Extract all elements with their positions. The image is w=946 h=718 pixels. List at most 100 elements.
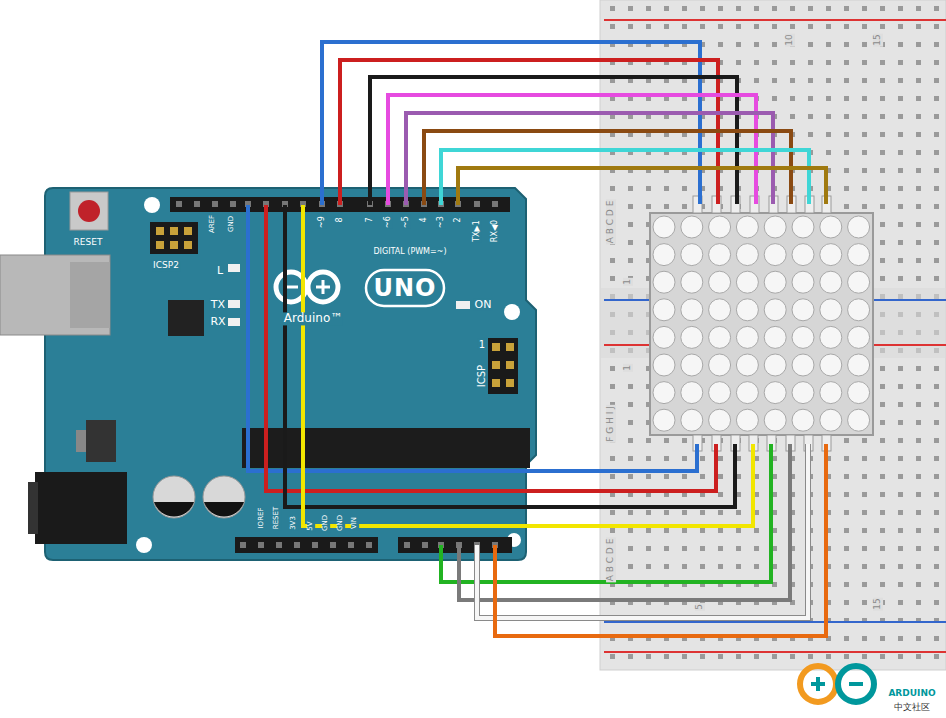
arduino-board-part [0,255,110,335]
led-matrix-part [693,196,831,451]
capacitor [153,476,245,518]
led-label: TX [210,299,226,311]
jumper-wires-part [477,444,808,618]
watermark-logo [800,666,874,702]
jumper-wires-part [477,444,808,618]
led-dot [681,216,703,238]
led-label: RX [209,316,226,328]
column-number: 10 [785,33,795,46]
arduino-board-part-part [506,379,514,387]
arduino-board-part-part [156,241,164,249]
led-dot [736,299,758,321]
led-dot [764,382,786,404]
led-dot [736,326,758,348]
arduino-board-part-part [156,227,164,235]
pin-label: 4 [420,216,429,223]
led-dot [681,354,703,376]
arduino-board-part-part [170,227,178,235]
led-dot [736,409,758,431]
led-dot [820,382,842,404]
led-dot [820,216,842,238]
arduino-board-part [366,270,444,306]
arduino-board-part [176,201,498,207]
led-dot [820,326,842,348]
led-dot [792,244,814,266]
arduino-board-part-part [294,542,300,548]
pin-label: 3V3 [290,515,298,531]
arduino-board-part-part [212,201,218,207]
jumper-wires-part [441,444,771,582]
watermark-logo-part [816,677,820,691]
pin-label: AREF [209,214,217,234]
header-label: DIGITAL (PWM=~) [372,248,447,257]
led-dot [736,244,758,266]
led-dot [736,354,758,376]
led-dot [709,354,731,376]
led-dot [653,244,675,266]
jumper-wires-part [495,444,826,636]
arduino-board-part-part [492,379,500,387]
jumper-wires-part [248,205,697,471]
arduino-board-part-part [492,343,500,351]
arduino-board-part-part [506,361,514,369]
board-label: RESET [73,238,104,248]
led-dot [653,216,675,238]
arduino-board-part [86,420,116,462]
arduino-board-part-part [492,361,500,369]
pin-label: RESET [273,506,281,530]
led-dot [792,271,814,293]
led-matrix [650,196,873,451]
arduino-board-part [76,430,86,452]
jumper-wires-part [266,205,716,491]
led-dot [820,271,842,293]
arduino-board-part [504,304,520,320]
led-dot [764,354,786,376]
arduino-board-part [456,301,470,309]
watermark-logo-part [849,682,863,686]
capacitor-part [203,476,245,518]
led-dot [848,409,870,431]
arduino-board-part-part [258,542,264,548]
jumper-wires-part [322,42,700,205]
arduino-board-part-part [240,542,246,548]
arduino-board-part [235,537,378,553]
arduino-board-part-part [194,201,200,207]
jumper-wires-part [285,205,735,507]
jumper-wires-part [406,113,773,205]
arduino-board-part-part [474,201,480,207]
pin-label: RX◀0 [491,219,500,243]
led-dot [848,216,870,238]
led-dot [736,271,758,293]
column-number: 15 [873,597,883,610]
led-dot [681,382,703,404]
arduino-board-part-part [176,201,182,207]
led-dot [736,382,758,404]
arduino-board-part [168,300,204,336]
led-dot [848,326,870,348]
watermark-logo-part [838,666,874,702]
led-dot [653,354,675,376]
led-dot [848,354,870,376]
breadboard-part [604,19,946,21]
arduino-board-part [492,343,514,387]
arduino-board-part-part [404,542,410,548]
watermark-logo-part [800,666,836,702]
led-dot [681,299,703,321]
arduino-board-part [488,338,518,394]
led-matrix-part [650,213,873,435]
led-label: ON [474,299,493,311]
led-dot [764,216,786,238]
jumper-wires-part [459,444,790,600]
led-dot [653,271,675,293]
led-dot [709,216,731,238]
led-dot [736,216,758,238]
row-letters: A B C D E [606,200,616,245]
arduino-board-part-part [184,227,192,235]
arduino-board-part [78,200,100,222]
led-dot [820,244,842,266]
arduino-board-part [70,192,108,230]
arduino-board-part [228,318,240,326]
led-dot [709,244,731,266]
led-dot [764,244,786,266]
